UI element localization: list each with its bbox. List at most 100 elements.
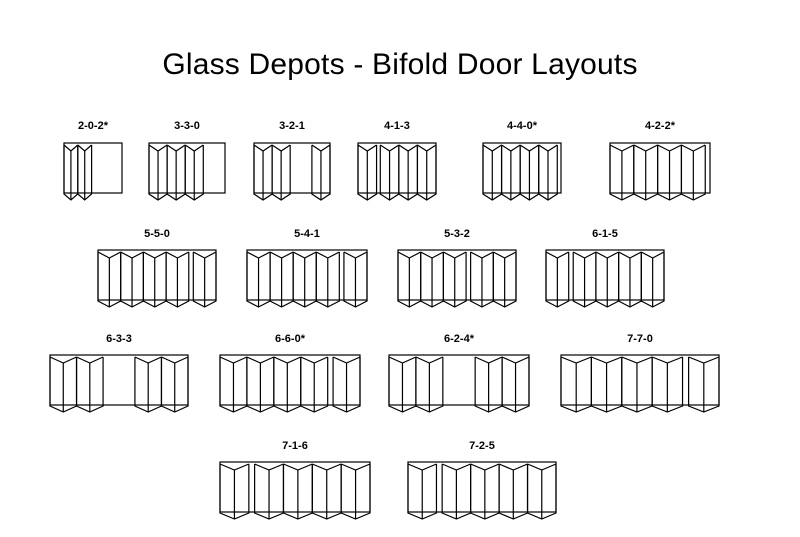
layout-label: 2-0-2* xyxy=(78,120,109,132)
panel-fold-line xyxy=(443,251,467,259)
door-frame xyxy=(357,142,437,194)
panel-fold-line xyxy=(312,463,342,471)
panel-fold-line xyxy=(388,356,417,364)
panel-fold-line xyxy=(657,144,682,152)
panel-fold-line xyxy=(688,356,720,364)
door-frame xyxy=(560,354,720,406)
panel-fold-line xyxy=(501,144,521,152)
panel-fold-line xyxy=(357,144,377,152)
bifold-diagram-3: 3-2-1 xyxy=(253,120,331,201)
layout-label: 5-4-1 xyxy=(294,228,320,240)
panel-fold-line xyxy=(609,144,635,152)
bifold-diagram-11: 6-3-3 xyxy=(49,333,189,413)
panel-fold-line xyxy=(397,251,421,259)
door-frame xyxy=(63,142,123,194)
panel-fold-line xyxy=(283,463,313,471)
panel-fold-line xyxy=(572,251,597,259)
panel-fold-line xyxy=(120,251,144,259)
panel-fold-line xyxy=(143,251,167,259)
panel-fold-line xyxy=(519,144,540,152)
panel-fold-line xyxy=(97,251,121,259)
panel-fold-line xyxy=(246,356,275,364)
panel-fold-line xyxy=(300,356,328,364)
bifold-diagram-7: 5-5-0 xyxy=(97,228,217,308)
panel-fold-line xyxy=(398,144,418,152)
panel-fold-line xyxy=(134,356,162,364)
door-frame xyxy=(219,354,361,406)
panel-fold-line xyxy=(560,356,592,364)
layout-label: 7-2-5 xyxy=(469,440,495,452)
panel-fold-line xyxy=(343,251,368,259)
bifold-diagram-15: 7-1-6 xyxy=(219,440,371,520)
panel-fold-line xyxy=(545,251,569,259)
panel-fold-line xyxy=(340,463,371,471)
layout-label: 6-1-5 xyxy=(592,228,618,240)
bifold-diagram-10: 6-1-5 xyxy=(545,228,665,308)
panel-fold-line xyxy=(184,144,204,152)
panel-fold-line xyxy=(77,144,93,152)
panel-fold-line xyxy=(641,251,665,259)
bifold-diagram-8: 5-4-1 xyxy=(246,228,368,308)
bifold-diagram-14: 7-7-0 xyxy=(560,333,720,413)
panel-fold-line xyxy=(633,144,658,152)
layout-label: 4-1-3 xyxy=(384,120,410,132)
panel-fold-line xyxy=(482,144,502,152)
panel-fold-line xyxy=(681,144,706,152)
layout-label: 6-6-0* xyxy=(275,333,306,345)
panel-fold-line xyxy=(538,144,558,152)
layout-label: 3-3-0 xyxy=(174,120,200,132)
panel-fold-line xyxy=(219,356,248,364)
panel-fold-line xyxy=(379,144,400,152)
panel-fold-line xyxy=(166,144,186,152)
panel-fold-line xyxy=(269,251,294,259)
layout-label: 5-3-2 xyxy=(444,228,470,240)
panel-fold-line xyxy=(591,356,622,364)
panel-fold-line xyxy=(493,251,517,259)
panel-fold-line xyxy=(618,251,642,259)
door-frame xyxy=(407,461,557,513)
bifold-diagram-6: 4-2-2* xyxy=(609,120,711,201)
door-frame xyxy=(49,354,189,406)
layout-label: 6-2-4* xyxy=(444,333,475,345)
panel-fold-line xyxy=(415,356,444,364)
panel-fold-line xyxy=(501,356,530,364)
bifold-diagram-16: 7-2-5 xyxy=(407,440,557,520)
panel-fold-line xyxy=(254,463,284,471)
panel-fold-line xyxy=(651,356,683,364)
panel-fold-line xyxy=(246,251,271,259)
panel-fold-line xyxy=(474,356,503,364)
panel-fold-line xyxy=(470,463,500,471)
panel-fold-line xyxy=(527,463,557,471)
panel-fold-line xyxy=(417,144,437,152)
bifold-diagram-9: 5-3-2 xyxy=(397,228,517,308)
door-frame xyxy=(246,249,368,301)
bifold-diagram-4: 4-1-3 xyxy=(357,120,437,201)
door-frame xyxy=(219,461,371,513)
panel-fold-line xyxy=(49,356,77,364)
layout-label: 5-5-0 xyxy=(144,228,170,240)
door-frame xyxy=(97,249,217,301)
bifold-diagram-2: 3-3-0 xyxy=(148,120,226,201)
panel-fold-line xyxy=(498,463,528,471)
panel-fold-line xyxy=(595,251,619,259)
panel-fold-line xyxy=(470,251,494,259)
panel-fold-line xyxy=(219,463,250,471)
panel-fold-line xyxy=(165,251,190,259)
layout-label: 3-2-1 xyxy=(279,120,305,132)
door-frame xyxy=(148,142,226,194)
door-frame xyxy=(388,354,530,406)
panel-fold-line xyxy=(315,251,340,259)
panel-fold-line xyxy=(621,356,653,364)
bifold-diagram-5: 4-4-0* xyxy=(482,120,562,201)
panel-fold-line xyxy=(148,144,168,152)
layout-label: 4-2-2* xyxy=(645,120,676,132)
door-frame xyxy=(545,249,665,301)
panel-fold-line xyxy=(161,356,189,364)
bifold-diagram-13: 6-2-4* xyxy=(388,333,530,413)
panel-fold-line xyxy=(441,463,471,471)
layout-label: 7-1-6 xyxy=(282,440,308,452)
bifold-diagram-12: 6-6-0* xyxy=(219,333,361,413)
panel-fold-line xyxy=(292,251,317,259)
panel-fold-line xyxy=(407,463,437,471)
